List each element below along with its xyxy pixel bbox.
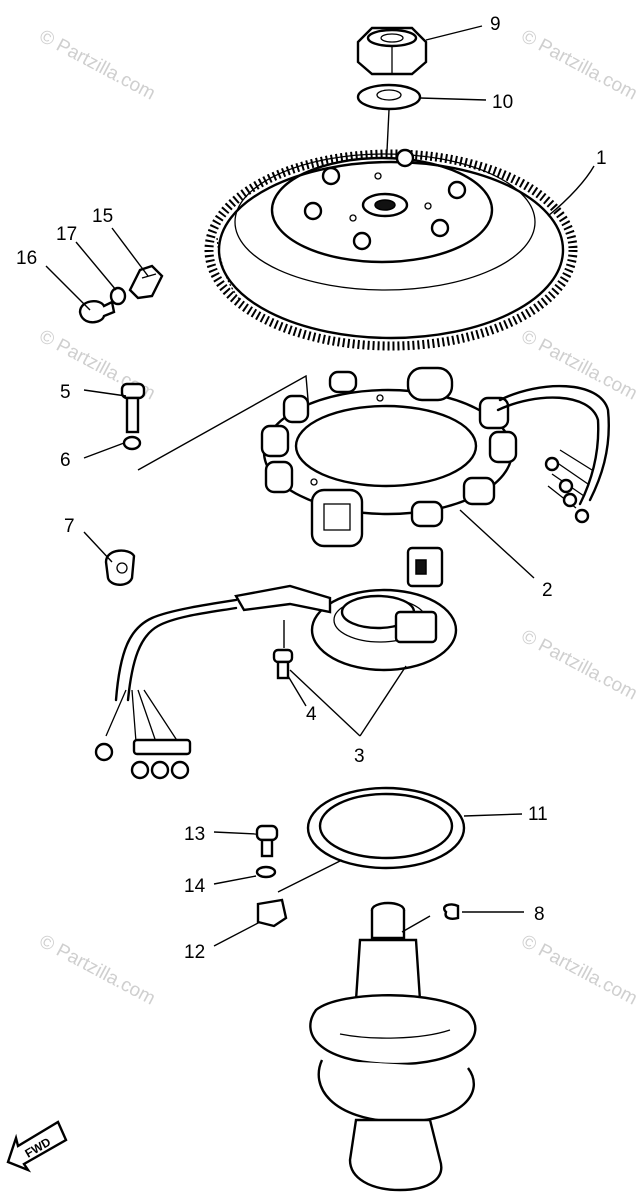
callout-1: 1	[596, 148, 607, 169]
callout-17: 17	[56, 224, 77, 245]
callout-4: 4	[306, 704, 317, 725]
part-9-nut	[356, 26, 428, 76]
part-12-clip	[256, 898, 288, 928]
part-14-washer	[255, 865, 277, 879]
callout-6: 6	[60, 450, 71, 471]
watermark-2: © Partzilla.com	[518, 26, 636, 105]
part-5-bolt	[120, 382, 146, 434]
part-4-screw	[272, 648, 294, 680]
callout-11: 11	[528, 804, 548, 825]
part-10-washer	[356, 83, 422, 111]
leader-14-to-ring	[277, 859, 343, 893]
part-11-ring	[306, 786, 466, 870]
callout-8: 8	[534, 904, 545, 925]
part-17-washer	[109, 286, 127, 306]
callout-3: 3	[354, 746, 365, 767]
leader-lines	[45, 25, 595, 947]
watermark-6: © Partzilla.com	[36, 931, 159, 1010]
callout-15: 15	[92, 206, 113, 227]
watermark-7: © Partzilla.com	[518, 931, 636, 1010]
callout-16: 16	[16, 248, 37, 269]
watermark-4: © Partzilla.com	[518, 326, 636, 405]
callout-10: 10	[492, 92, 513, 113]
part-13-screw	[255, 824, 279, 858]
part-16-screw	[78, 300, 116, 324]
callout-9: 9	[490, 14, 501, 35]
part-7-clamp	[104, 549, 136, 586]
callouts: 9 10 1 15 17 16 5 6 7 2 4 3 11 13 14 8 1…	[16, 14, 607, 963]
callout-14: 14	[184, 876, 206, 897]
crankshaft	[309, 901, 477, 1192]
callout-13: 13	[184, 824, 205, 845]
callout-12: 12	[184, 942, 205, 963]
part-8-woodruff-key	[443, 903, 460, 920]
part-1-flywheel	[204, 148, 578, 351]
watermark-1: © Partzilla.com	[36, 26, 159, 105]
fwd-arrow-icon: FWD	[6, 1120, 68, 1173]
part-2-stator	[260, 366, 610, 548]
part-15-bracket	[128, 264, 164, 300]
callout-2: 2	[542, 580, 553, 601]
part-3-base-assembly	[94, 546, 458, 780]
watermark-5: © Partzilla.com	[518, 626, 636, 705]
callout-7: 7	[64, 516, 75, 537]
callout-5: 5	[60, 382, 71, 403]
part-6-washer	[122, 435, 142, 451]
